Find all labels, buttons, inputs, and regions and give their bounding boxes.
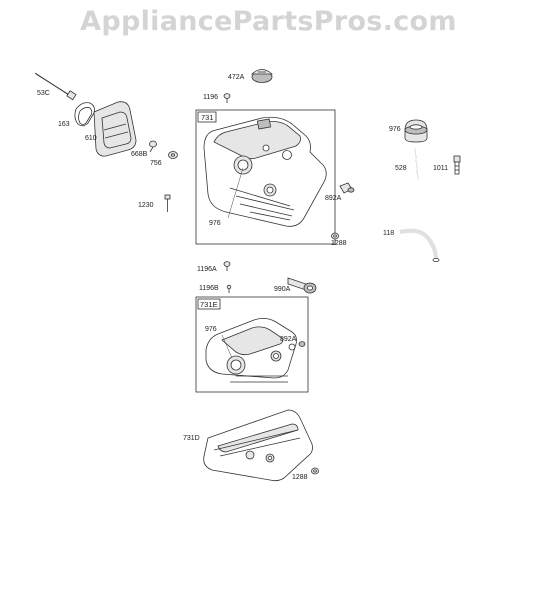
part-118-hose[interactable] xyxy=(399,228,440,262)
part-1288-nut-bottom[interactable] xyxy=(311,467,319,475)
label-163: 163 xyxy=(58,121,70,128)
part-163-gasket[interactable] xyxy=(74,102,95,127)
box-731-tag xyxy=(197,111,217,123)
label-731d: 731D xyxy=(183,435,200,442)
part-892a-fitting-top[interactable] xyxy=(339,182,355,194)
part-1196a-screw[interactable] xyxy=(223,261,231,271)
label-118: 118 xyxy=(383,230,394,237)
box-731-label: 731 xyxy=(201,113,214,122)
label-1196a: 1196A xyxy=(197,266,217,273)
label-892a-mid: 892A xyxy=(280,336,297,343)
label-1196: 1196 xyxy=(203,94,218,101)
box-731e-frame xyxy=(195,296,309,393)
box-731-frame xyxy=(195,109,336,245)
label-668b: 668B xyxy=(131,151,148,158)
box-731e-tag xyxy=(197,298,221,310)
leader-976-mid xyxy=(221,334,233,359)
label-976-cap: 976 xyxy=(389,126,401,133)
part-53c-rod[interactable] xyxy=(34,72,77,101)
label-990a: 990A xyxy=(274,286,291,293)
part-976-fuel-cap[interactable] xyxy=(404,119,428,143)
part-668b-screw[interactable] xyxy=(149,140,157,153)
part-528-tube[interactable] xyxy=(414,147,419,181)
label-976-top: 976 xyxy=(209,220,221,227)
part-731-blower-housing[interactable] xyxy=(203,116,327,227)
leader-976-top xyxy=(227,167,244,219)
part-1230-bolt[interactable] xyxy=(164,194,171,212)
label-528: 528 xyxy=(395,165,407,172)
label-610: 610 xyxy=(85,135,97,142)
label-1196b: 1196B xyxy=(199,285,219,292)
label-1011: 1011 xyxy=(433,165,448,172)
part-1196-screw[interactable] xyxy=(223,93,231,103)
label-1288-top: 1288 xyxy=(331,240,347,247)
label-892a-top: 892A xyxy=(325,195,342,202)
label-1288-bottom: 1288 xyxy=(292,474,308,481)
part-990a-knob[interactable] xyxy=(287,277,317,294)
part-610-plate[interactable] xyxy=(93,101,137,157)
label-53c: 53C xyxy=(37,90,50,97)
part-731d-cover[interactable] xyxy=(203,409,313,482)
watermark: AppliancePartsPros.com xyxy=(80,6,457,37)
part-756-washer[interactable] xyxy=(168,151,178,159)
part-1288-nut-top[interactable] xyxy=(331,232,339,240)
part-892a-fitting-mid[interactable] xyxy=(298,341,306,347)
part-1196b-pin[interactable] xyxy=(226,284,232,293)
part-1011-plug[interactable] xyxy=(453,155,461,175)
box-731e-label: 731E xyxy=(200,300,218,309)
part-472a-cap[interactable] xyxy=(250,69,274,83)
label-472a: 472A xyxy=(228,74,245,81)
label-1230: 1230 xyxy=(138,202,154,209)
label-976-mid: 976 xyxy=(205,326,217,333)
part-731e-housing[interactable] xyxy=(205,318,297,383)
label-756: 756 xyxy=(150,160,162,167)
